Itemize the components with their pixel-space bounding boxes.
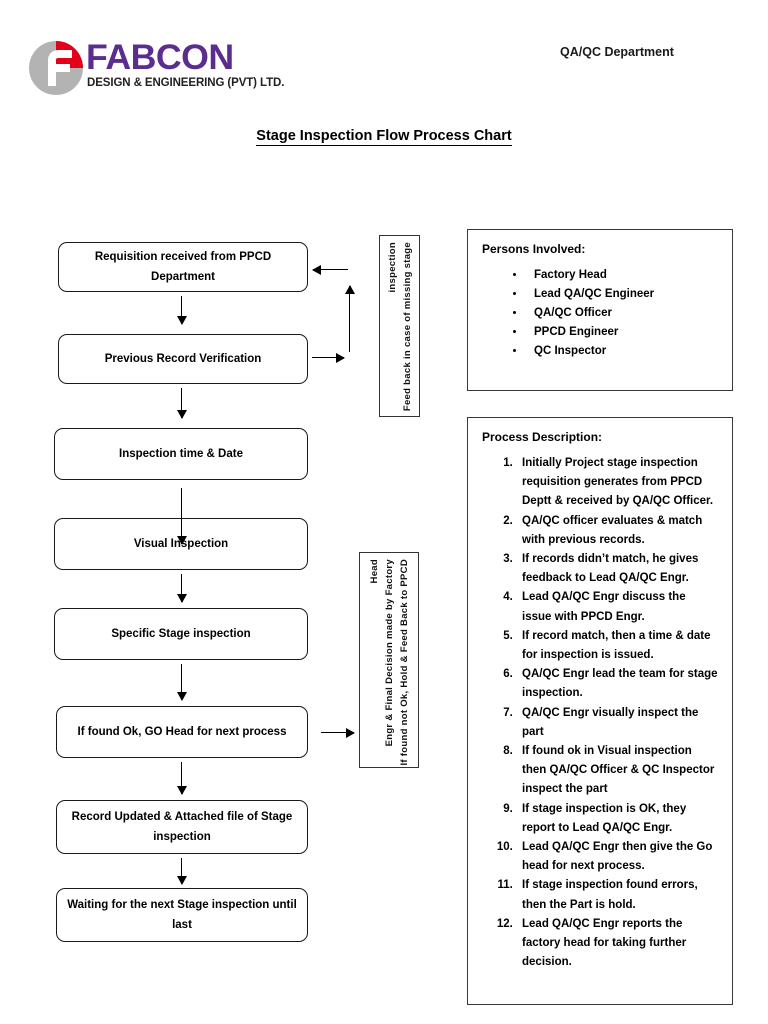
page-title: Stage Inspection Flow Process Chart xyxy=(0,128,768,146)
arrow-specific-to-foundok xyxy=(177,664,187,701)
flow-box-inspection-time: Inspection time & Date xyxy=(54,428,308,480)
flow-box-label: Requisition received from PPCD Departmen… xyxy=(94,250,272,283)
list-item: QA/QC Engr lead the team for stage inspe… xyxy=(516,665,718,703)
persons-panel-heading: Persons Involved: xyxy=(482,242,586,256)
arrow-time-to-visual xyxy=(177,488,187,545)
list-item: Lead QA/QC Engr discuss the issue with P… xyxy=(516,588,718,626)
logo-tagline: DESIGN & ENGINEERING (PVT) LTD. xyxy=(87,77,285,89)
flow-box-label: Waiting for the next Stage inspection un… xyxy=(67,898,297,931)
department-label: QA/QC Department xyxy=(560,45,674,59)
flow-box-specific-stage: Specific Stage inspection xyxy=(54,608,308,660)
flow-box-requisition: Requisition received from PPCD Departmen… xyxy=(58,242,308,292)
flow-box-found-ok: If found Ok, GO Head for next process xyxy=(56,706,308,758)
arrow-visual-to-specific xyxy=(177,574,187,603)
process-panel-heading: Process Description: xyxy=(482,430,603,444)
persons-list: Factory Head Lead QA/QC Engineer QA/QC O… xyxy=(482,266,718,361)
list-item: Lead QA/QC Engr then give the Go head fo… xyxy=(516,838,718,876)
fabcon-logo-icon xyxy=(29,41,83,95)
list-item: If records didn’t match, he gives feedba… xyxy=(516,550,718,588)
side-note-hold-feedback-ppcd: If found not Ok, Hold & Feed Back to PPC… xyxy=(359,552,419,768)
side-note-line: Head xyxy=(368,559,380,584)
flow-box-label: Inspection time & Date xyxy=(119,447,243,460)
arrow-record-to-waiting xyxy=(177,858,187,885)
arrow-feedback-to-requisition xyxy=(312,265,348,275)
list-item: If stage inspection found errors, then t… xyxy=(516,876,718,914)
page-title-text: Stage Inspection Flow Process Chart xyxy=(256,128,512,146)
flow-box-label: If found Ok, GO Head for next process xyxy=(77,725,287,738)
side-note-line: Engr & Final Decision made by Factory xyxy=(383,559,395,747)
list-item: Initially Project stage inspection requi… xyxy=(516,454,718,512)
list-item: QA/QC Officer xyxy=(526,304,718,323)
arrow-foundok-to-record xyxy=(177,762,187,795)
list-item: Lead QA/QC Engr reports the factory head… xyxy=(516,915,718,973)
list-item: QA/QC Engr visually inspect the part xyxy=(516,704,718,742)
side-note-feedback-missing-stage: Feed back in case of missing stage inspe… xyxy=(379,235,420,417)
list-item: PPCD Engineer xyxy=(526,323,718,342)
side-note-line: Feed back in case of missing stage xyxy=(401,242,413,412)
flow-box-waiting-next-stage: Waiting for the next Stage inspection un… xyxy=(56,888,308,942)
process-description-panel: Process Description: Initially Project s… xyxy=(467,417,733,1005)
list-item: If found ok in Visual inspection then QA… xyxy=(516,742,718,800)
flow-box-label: Record Updated & Attached file of Stage … xyxy=(71,810,293,843)
process-steps-list: Initially Project stage inspection requi… xyxy=(482,454,718,972)
logo-wordmark: FABCON xyxy=(86,38,234,77)
flow-box-previous-record: Previous Record Verification xyxy=(58,334,308,384)
company-logo: FABCON DESIGN & ENGINEERING (PVT) LTD. xyxy=(28,38,298,100)
flow-box-label: Previous Record Verification xyxy=(104,352,262,365)
persons-involved-panel: Persons Involved: Factory Head Lead QA/Q… xyxy=(467,229,733,391)
arrow-feedback-up xyxy=(345,285,355,352)
list-item: Lead QA/QC Engineer xyxy=(526,285,718,304)
list-item: Factory Head xyxy=(526,266,718,285)
list-item: QC Inspector xyxy=(526,342,718,361)
flow-box-label: Specific Stage inspection xyxy=(111,627,251,640)
arrow-previous-to-time xyxy=(177,388,187,419)
list-item: If stage inspection is OK, they report t… xyxy=(516,800,718,838)
side-note-line: If found not Ok, Hold & Feed Back to PPC… xyxy=(398,559,410,766)
arrow-foundok-to-hold-note xyxy=(321,728,355,738)
side-note-line: inspection xyxy=(386,242,398,293)
list-item: If record match, then a time & date for … xyxy=(516,627,718,665)
arrow-previous-to-feedback xyxy=(312,353,345,363)
list-item: QA/QC officer evaluates & match with pre… xyxy=(516,512,718,550)
arrow-requisition-to-previous xyxy=(177,296,187,325)
flow-box-record-updated: Record Updated & Attached file of Stage … xyxy=(56,800,308,854)
